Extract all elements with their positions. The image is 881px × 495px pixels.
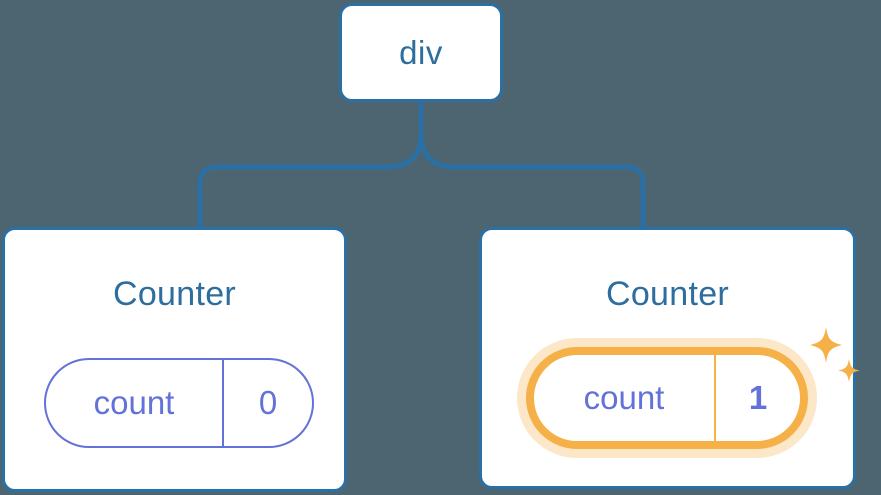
node-counter-right-title: Counter: [605, 275, 730, 313]
state-pill-key: count: [583, 379, 665, 416]
state-pill-count-right[interactable]: count 1: [526, 347, 808, 449]
sparkle-small-icon: [838, 359, 860, 382]
state-pill-key: count: [93, 384, 175, 421]
node-div-label: div: [399, 33, 443, 71]
connector-branch-right: [418, 98, 646, 230]
state-pill-value: 1: [714, 355, 800, 441]
node-counter-left[interactable]: Counter count 0: [2, 227, 347, 492]
state-pill-count-left[interactable]: count 0: [44, 358, 314, 448]
node-counter-left-title: Counter: [112, 275, 237, 313]
state-pill-value: 0: [222, 360, 312, 446]
sparkle-large-icon: [810, 327, 842, 363]
sparkle-icon: [810, 327, 860, 382]
node-counter-right[interactable]: Counter count 1: [479, 227, 860, 489]
node-div[interactable]: div: [339, 3, 503, 102]
connector-branch-left: [197, 98, 424, 230]
